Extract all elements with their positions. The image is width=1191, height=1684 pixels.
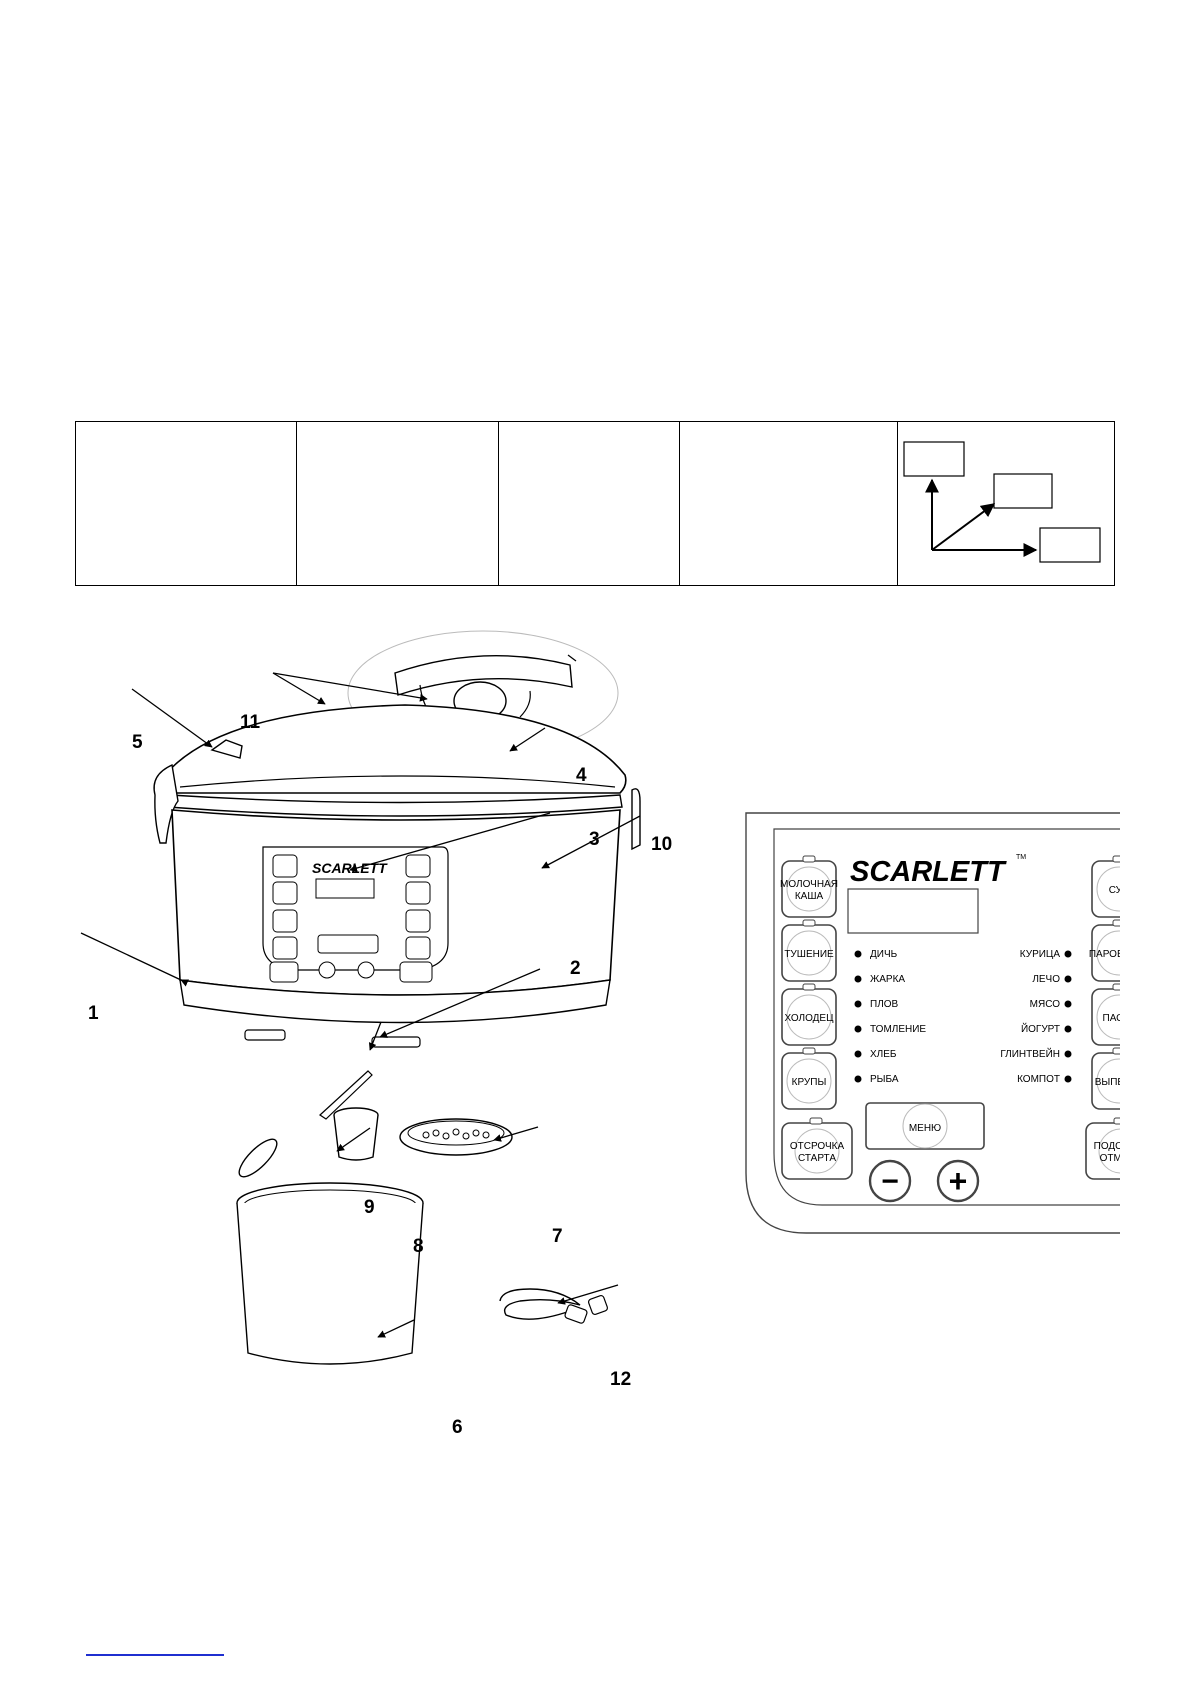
callout-1: 1 xyxy=(88,1003,99,1024)
steam-tray xyxy=(399,1118,513,1156)
button-tushenie[interactable]: ТУШЕНИЕ xyxy=(781,919,837,982)
svg-text:КОМПОТ: КОМПОТ xyxy=(1017,1074,1060,1085)
header-cell-5 xyxy=(898,422,1114,585)
button-molochnaya-kasha[interactable]: МОЛОЧНАЯ КАША xyxy=(780,855,838,918)
control-panel: SCARLETT TM МОЛОЧНАЯ КАША ТУШЕНИЕ xyxy=(745,812,1120,1234)
axis-box-top xyxy=(903,441,965,477)
callout-4: 4 xyxy=(576,765,587,786)
svg-text:КРУПЫ: КРУПЫ xyxy=(792,1077,827,1088)
callout-11: 11 xyxy=(240,712,261,733)
svg-text:ВЫПЕЧКА: ВЫПЕЧКА xyxy=(1095,1077,1120,1088)
callout-numbers: 1 2 3 4 5 6 7 8 9 10 11 12 xyxy=(88,712,672,1438)
svg-text:ЛЕЧО: ЛЕЧО xyxy=(1032,974,1060,985)
header-cell-3 xyxy=(499,422,680,585)
button-holodets[interactable]: ХОЛОДЕЦ xyxy=(781,983,837,1046)
svg-text:ХЛЕБ: ХЛЕБ xyxy=(870,1049,897,1060)
multicooker-illustration: SCARLETT xyxy=(80,630,1120,1438)
svg-text:ТУШЕНИЕ: ТУШЕНИЕ xyxy=(784,949,834,960)
panel-display xyxy=(847,888,979,934)
panel-left-buttons: МОЛОЧНАЯ КАША ТУШЕНИЕ ХОЛОДЕЦ xyxy=(780,855,838,1110)
inner-bowl xyxy=(236,1182,424,1365)
panel-brand-logo: SCARLETT xyxy=(850,856,1007,888)
svg-text:ОТМЕНА: ОТМЕНА xyxy=(1100,1153,1120,1164)
svg-text:СТАРТА: СТАРТА xyxy=(798,1153,836,1164)
header-cell-1 xyxy=(76,422,297,585)
svg-text:ХОЛОДЕЦ: ХОЛОДЕЦ xyxy=(785,1013,835,1024)
spoon xyxy=(238,1070,373,1178)
svg-text:ПОДОГРЕВ: ПОДОГРЕВ xyxy=(1094,1141,1120,1152)
panel-trademark: TM xyxy=(1016,854,1026,861)
measuring-cup xyxy=(333,1107,379,1161)
panel-right-buttons: СУП ПАРОВАРКА ПАСТА xyxy=(1089,855,1120,1110)
button-vypechka[interactable]: ВЫПЕЧКА xyxy=(1091,1047,1120,1110)
callout-6: 6 xyxy=(452,1417,463,1438)
svg-text:МЕНЮ: МЕНЮ xyxy=(909,1123,941,1134)
menu-button[interactable]: МЕНЮ xyxy=(865,1102,985,1150)
svg-text:ОТСРОЧКА: ОТСРОЧКА xyxy=(790,1141,845,1152)
svg-text:ДИЧЬ: ДИЧЬ xyxy=(870,949,898,960)
svg-text:ТОМЛЕНИЕ: ТОМЛЕНИЕ xyxy=(870,1024,926,1035)
axes-diagram xyxy=(903,441,1101,563)
axis-box-middle xyxy=(993,473,1053,509)
warm-cancel-button[interactable]: ПОДОГРЕВ ОТМЕНА xyxy=(1085,1117,1120,1180)
button-parovarka[interactable]: ПАРОВАРКА xyxy=(1089,919,1120,982)
svg-text:МЯСО: МЯСО xyxy=(1030,999,1061,1010)
svg-text:ПАСТА: ПАСТА xyxy=(1103,1013,1120,1024)
callout-12: 12 xyxy=(610,1369,631,1390)
axis-arrow-diagonal xyxy=(931,503,996,551)
svg-text:ЖАРКА: ЖАРКА xyxy=(870,974,905,985)
button-krupy[interactable]: КРУПЫ xyxy=(781,1047,837,1110)
svg-text:МОЛОЧНАЯ: МОЛОЧНАЯ xyxy=(780,879,838,890)
svg-text:ЙОГУРТ: ЙОГУРТ xyxy=(1021,1022,1060,1035)
program-list-right: КУРИЦА ЛЕЧО МЯСО ЙОГУРТ ГЛИНТВЕЙН КОМПОТ xyxy=(1000,949,1072,1085)
footer-link[interactable] xyxy=(86,1654,224,1656)
callout-5: 5 xyxy=(132,732,143,753)
svg-text:СУП: СУП xyxy=(1109,885,1120,896)
axis-box-right xyxy=(1039,527,1101,563)
svg-text:РЫБА: РЫБА xyxy=(870,1074,899,1085)
multicooker-body: SCARLETT xyxy=(153,704,641,1048)
callout-10: 10 xyxy=(651,834,672,855)
product-figure: SCARLETT xyxy=(80,625,1120,1495)
program-list-left: ДИЧЬ ЖАРКА ПЛОВ ТОМЛЕНИЕ ХЛЕБ РЫБА xyxy=(854,949,926,1085)
button-sup[interactable]: СУП xyxy=(1091,855,1120,918)
svg-text:ГЛИНТВЕЙН: ГЛИНТВЕЙН xyxy=(1000,1047,1060,1060)
svg-text:−: − xyxy=(881,1165,899,1198)
callout-9: 9 xyxy=(364,1197,375,1218)
button-pasta[interactable]: ПАСТА xyxy=(1091,983,1120,1046)
callout-3: 3 xyxy=(589,829,600,850)
svg-text:+: + xyxy=(949,1163,968,1199)
callout-8: 8 xyxy=(413,1236,424,1257)
callout-7: 7 xyxy=(552,1226,563,1247)
minus-button[interactable]: − xyxy=(868,1159,912,1203)
callout-2: 2 xyxy=(570,958,581,979)
header-cell-4 xyxy=(680,422,898,585)
delay-start-button[interactable]: ОТСРОЧКА СТАРТА xyxy=(781,1117,853,1180)
callout-lines xyxy=(80,672,641,1338)
svg-text:КУРИЦА: КУРИЦА xyxy=(1020,949,1061,960)
header-cell-2 xyxy=(297,422,499,585)
svg-text:ПЛОВ: ПЛОВ xyxy=(870,999,899,1010)
power-cord xyxy=(499,1288,609,1324)
svg-text:ПАРОВАРКА: ПАРОВАРКА xyxy=(1089,949,1120,960)
header-table xyxy=(75,421,1115,586)
plus-button[interactable]: + xyxy=(936,1159,980,1203)
svg-text:КАША: КАША xyxy=(795,891,824,902)
